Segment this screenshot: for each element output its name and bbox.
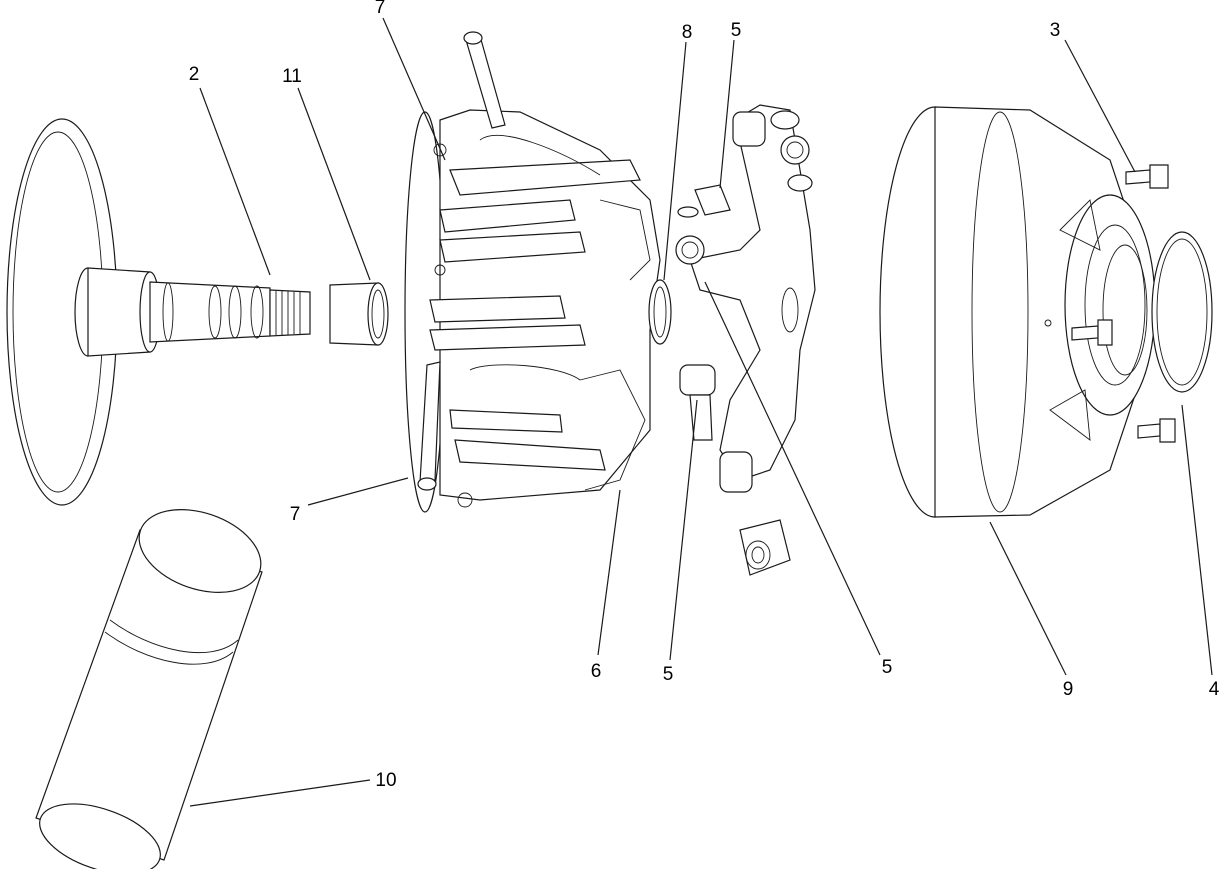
leader-lines	[189, 17, 1213, 807]
leader-5a	[719, 39, 735, 189]
o-ring-part	[1151, 231, 1213, 393]
leader-7b	[307, 477, 409, 506]
fixed-sheave-part	[6, 118, 311, 506]
callout-5: 5	[663, 664, 674, 685]
callout-6: 6	[591, 661, 602, 682]
callout-5: 5	[882, 657, 893, 678]
leader-5c	[704, 281, 881, 656]
leader-3	[1064, 39, 1136, 173]
leader-5b	[669, 399, 698, 661]
cover-part	[879, 106, 1156, 518]
leader-11	[297, 87, 371, 281]
callout-11: 11	[282, 66, 302, 87]
callout-5: 5	[731, 20, 742, 41]
moveable-sheave-part	[404, 31, 661, 513]
washer-part	[648, 279, 672, 345]
callout-7: 7	[375, 0, 386, 18]
callout-2: 2	[189, 64, 200, 85]
spider-part	[675, 104, 816, 576]
leader-2	[199, 87, 271, 276]
callout-3: 3	[1050, 20, 1061, 41]
screw-part	[1071, 164, 1176, 443]
leader-6	[597, 489, 621, 656]
callout-8: 8	[682, 22, 693, 43]
bushing-part	[329, 282, 389, 346]
leader-9	[989, 521, 1067, 676]
leader-8	[663, 41, 687, 281]
callout-4: 4	[1209, 679, 1220, 700]
callout-10: 10	[375, 770, 396, 791]
callout-9: 9	[1063, 679, 1074, 700]
leader-10	[189, 779, 371, 807]
lubricant-can-part	[35, 509, 263, 874]
leader-7a	[382, 17, 446, 161]
callout-7: 7	[290, 504, 301, 525]
callout-labels: 2 11 7 7 8 5 5 5 6 3 9 4 10	[189, 0, 1220, 791]
leader-4	[1181, 404, 1213, 676]
